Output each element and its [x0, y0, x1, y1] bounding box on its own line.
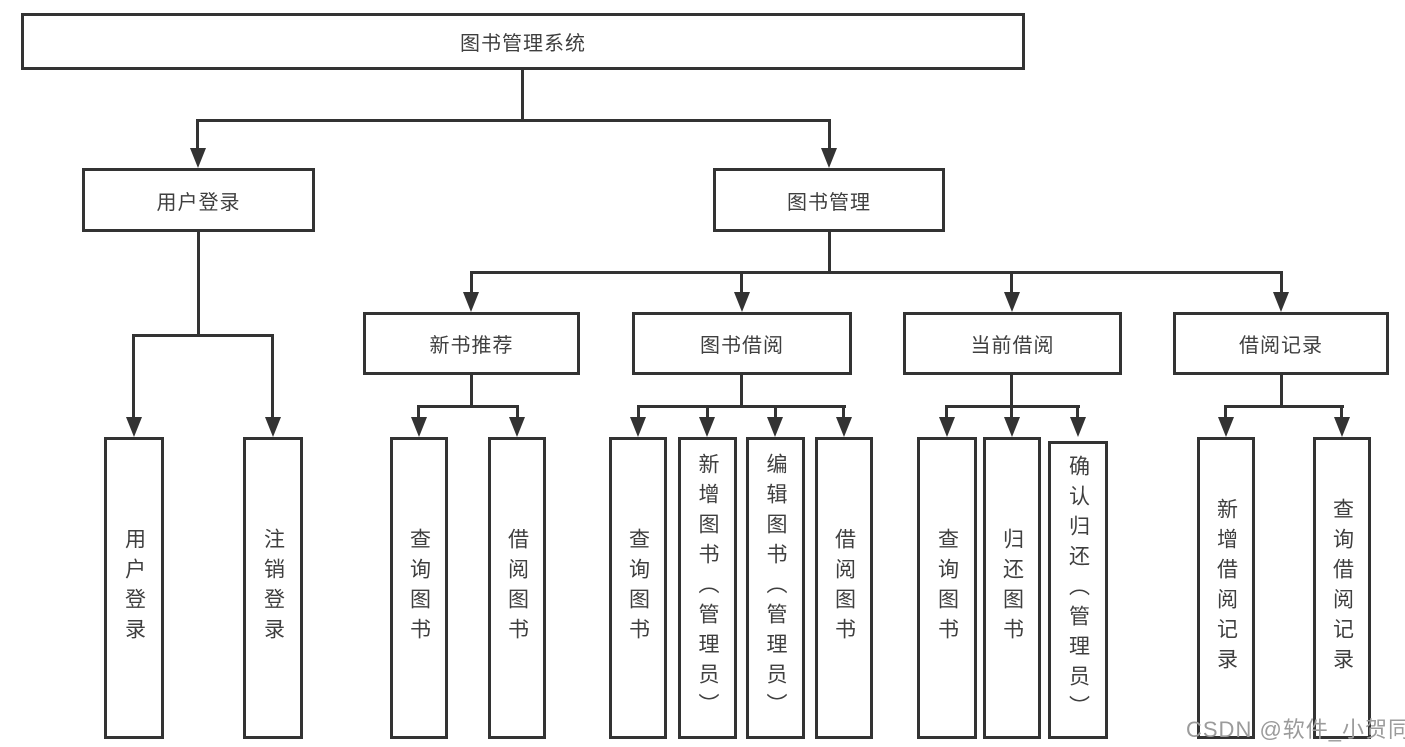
leaf-query-books-borrow: 查询图书: [609, 437, 667, 739]
connector-line: [1280, 375, 1283, 408]
arrowhead-icon: [767, 417, 783, 437]
connector-line: [637, 405, 846, 408]
arrowhead-icon: [1004, 417, 1020, 437]
arrowhead-icon: [1070, 417, 1086, 437]
connector-line: [271, 334, 274, 419]
connector-line: [740, 375, 743, 408]
leaf-user-login: 用户登录: [104, 437, 164, 739]
connector-line: [842, 405, 845, 419]
arrowhead-icon: [1334, 417, 1350, 437]
connector-line: [470, 375, 473, 408]
node-library-management-system: 图书管理系统: [21, 13, 1025, 70]
arrowhead-icon: [411, 417, 427, 437]
connector-line: [774, 405, 777, 419]
connector-line: [1340, 405, 1343, 419]
connector-line: [132, 334, 135, 419]
connector-line: [1224, 405, 1344, 408]
leaf-add-borrow-record: 新增借阅记录: [1197, 437, 1255, 739]
connector-line: [196, 119, 199, 151]
arrowhead-icon: [939, 417, 955, 437]
connector-line: [828, 232, 831, 274]
connector-line: [470, 271, 1283, 274]
connector-line: [197, 119, 831, 122]
arrowhead-icon: [1273, 292, 1289, 312]
leaf-query-books-recommend: 查询图书: [390, 437, 448, 739]
leaf-return-books: 归还图书: [983, 437, 1041, 739]
node-current-borrowing: 当前借阅: [903, 312, 1122, 375]
arrowhead-icon: [836, 417, 852, 437]
connector-line: [1076, 405, 1079, 419]
connector-line: [197, 232, 200, 337]
csdn-watermark: CSDN @软件_小贺同学: [1186, 717, 1405, 742]
connector-line: [1010, 271, 1013, 294]
arrowhead-icon: [265, 417, 281, 437]
connector-line: [521, 70, 524, 119]
connector-line: [1010, 405, 1013, 419]
connector-line: [637, 405, 640, 419]
arrowhead-icon: [734, 292, 750, 312]
leaf-borrow-books: 借阅图书: [815, 437, 873, 739]
arrowhead-icon: [699, 417, 715, 437]
node-borrowing-records: 借阅记录: [1173, 312, 1389, 375]
leaf-query-books-current: 查询图书: [917, 437, 977, 739]
connector-line: [706, 405, 709, 419]
leaf-edit-books-admin: 编辑图书（管理员）: [746, 437, 805, 739]
connector-line: [1010, 375, 1013, 408]
connector-line: [132, 334, 274, 337]
connector-line: [417, 405, 420, 419]
connector-line: [470, 271, 473, 294]
arrowhead-icon: [463, 292, 479, 312]
leaf-borrow-books-recommend: 借阅图书: [488, 437, 546, 739]
connector-line: [740, 271, 743, 294]
connector-line: [417, 405, 519, 408]
connector-line: [1224, 405, 1227, 419]
connector-line: [945, 405, 948, 419]
arrowhead-icon: [1004, 292, 1020, 312]
leaf-confirm-return-admin: 确认归还（管理员）: [1048, 441, 1108, 739]
node-book-borrowing: 图书借阅: [632, 312, 852, 375]
node-new-book-recommendation: 新书推荐: [363, 312, 580, 375]
connector-line: [516, 405, 519, 419]
connector-line: [828, 119, 831, 151]
connector-line: [1280, 271, 1283, 294]
node-user-login: 用户登录: [82, 168, 315, 232]
leaf-logout: 注销登录: [243, 437, 303, 739]
leaf-add-books-admin: 新增图书（管理员）: [678, 437, 737, 739]
leaf-query-borrow-record: 查询借阅记录: [1313, 437, 1371, 739]
arrowhead-icon: [630, 417, 646, 437]
arrowhead-icon: [509, 417, 525, 437]
node-book-management: 图书管理: [713, 168, 945, 232]
arrowhead-icon: [126, 417, 142, 437]
arrowhead-icon: [1218, 417, 1234, 437]
arrowhead-icon: [821, 148, 837, 168]
arrowhead-icon: [190, 148, 206, 168]
